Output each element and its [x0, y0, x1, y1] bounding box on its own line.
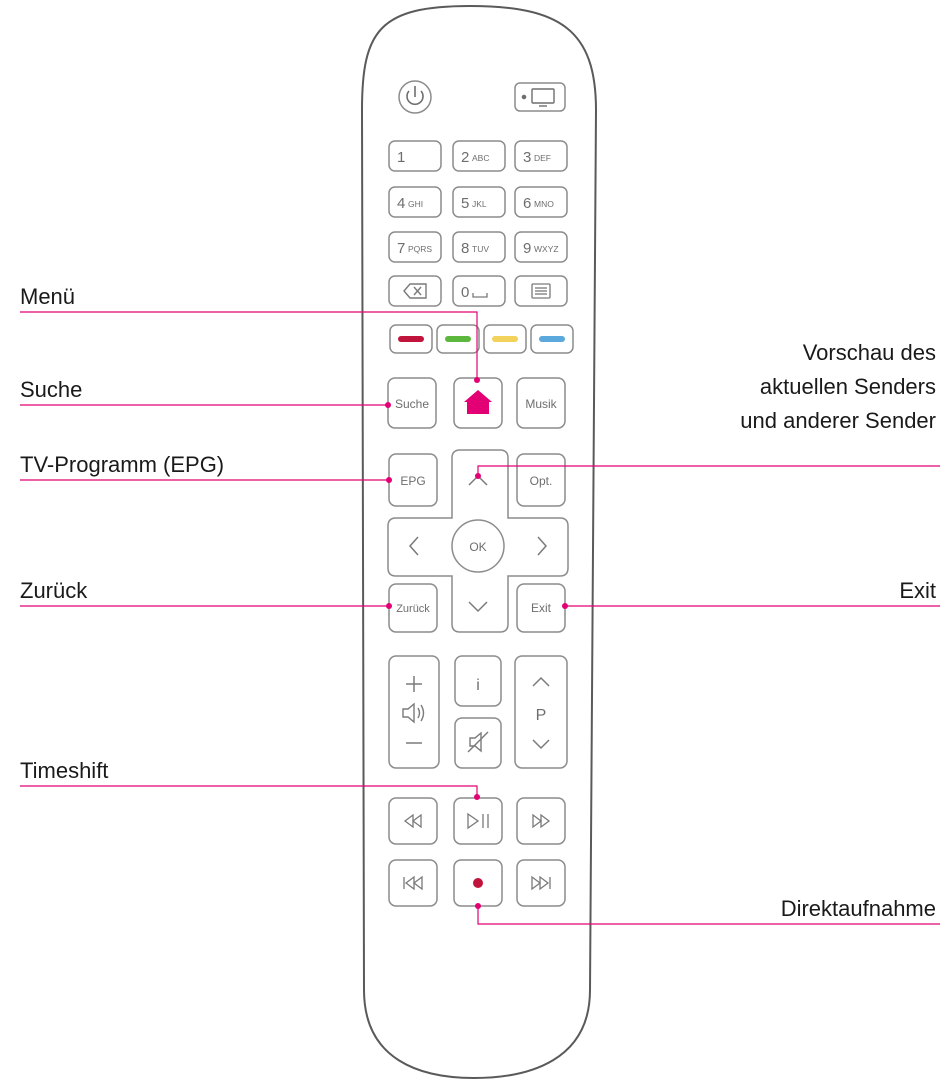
info-button-label: i: [476, 677, 480, 694]
teletext-icon: [531, 283, 551, 299]
musik-button: [516, 377, 566, 429]
label-timeshift: Timeshift: [20, 758, 109, 783]
callout-direktaufnahme: [477, 906, 940, 925]
info-button: [454, 655, 502, 707]
key-letters: TUV: [472, 244, 489, 254]
label-exit: Exit: [899, 578, 936, 603]
suche-button-label: Suche: [395, 397, 429, 411]
mute-icon: [467, 731, 489, 753]
home-icon: [464, 390, 492, 414]
label-epg: TV-Programm (EPG): [20, 452, 225, 477]
chevron-down-icon: [468, 601, 488, 613]
tv-button: [514, 82, 566, 112]
space-icon: [472, 293, 488, 298]
key-letters: PQRS: [408, 244, 432, 254]
key-letters: MNO: [534, 199, 554, 209]
chevron-left-icon: [408, 536, 419, 556]
label-vorschau-line1: Vorschau des: [802, 340, 936, 365]
musik-button-label: Musik: [525, 397, 557, 411]
label-vorschau-line2: aktuellen Senders: [759, 374, 936, 399]
key-1-button[interactable]: 1: [388, 140, 442, 172]
key-digit: 5: [461, 195, 469, 212]
key-digit: 7: [397, 240, 405, 257]
power-icon: [406, 86, 424, 106]
exit-button-label: Exit: [531, 601, 552, 615]
label-suche: Suche: [20, 377, 83, 402]
key-digit: 2: [461, 149, 469, 166]
skip-forward-icon: [531, 875, 551, 891]
speaker-icon: [402, 702, 425, 724]
callout-vorschau: [477, 465, 940, 476]
key-digit: 8: [461, 240, 469, 257]
ok-button: [451, 519, 505, 573]
key-digit: 9: [523, 240, 531, 257]
key-digit: 4: [397, 195, 405, 212]
key-digit: 3: [523, 149, 531, 166]
skip-back-icon: [403, 875, 423, 891]
delete-button[interactable]: [388, 275, 442, 307]
key-letters: ABC: [472, 153, 489, 163]
fast-forward-icon: [532, 813, 551, 829]
chevron-right-icon: [537, 536, 548, 556]
zurueck-button-label: Zurück: [396, 603, 430, 615]
rewind-icon: [403, 813, 422, 829]
green-key-bar: [445, 336, 471, 342]
key-digit: 6: [523, 195, 531, 212]
label-zurueck: Zurück: [20, 578, 88, 603]
label-vorschau-line3: und anderer Sender: [740, 408, 936, 433]
callout-lines: [20, 311, 940, 925]
record-icon: [473, 878, 483, 888]
label-menu: Menü: [20, 284, 76, 309]
chevron-up-icon: [532, 676, 550, 687]
callout-timeshift: [20, 785, 478, 797]
key-digit: 0: [461, 284, 469, 301]
key-letters: GHI: [408, 199, 423, 209]
backspace-icon: [403, 283, 427, 299]
callout-menu: [20, 311, 478, 380]
key-digit: 1: [397, 149, 405, 166]
callout-dots: [385, 377, 568, 909]
epg-button-label: EPG: [400, 474, 425, 488]
key-0-button[interactable]: 0: [452, 275, 506, 307]
red-key-bar: [398, 336, 424, 342]
program-label: P: [536, 707, 547, 724]
opt-button-label: Opt.: [530, 474, 553, 488]
opt-button: [516, 453, 566, 507]
yellow-key-bar: [492, 336, 518, 342]
plus-icon: [406, 676, 422, 692]
ok-button-label: OK: [469, 540, 486, 554]
teletext-button[interactable]: [514, 275, 568, 307]
program-rocker: [514, 655, 568, 769]
key-letters: JKL: [472, 199, 487, 209]
tv-icon: [521, 88, 555, 107]
blue-key-bar: [539, 336, 565, 342]
play-pause-icon: [467, 812, 489, 830]
label-direktaufnahme: Direktaufnahme: [780, 896, 936, 921]
key-letters: WXYZ: [534, 244, 559, 254]
key-letters: DEF: [534, 153, 551, 163]
chevron-down-icon: [532, 739, 550, 750]
mute-button: [454, 717, 502, 769]
